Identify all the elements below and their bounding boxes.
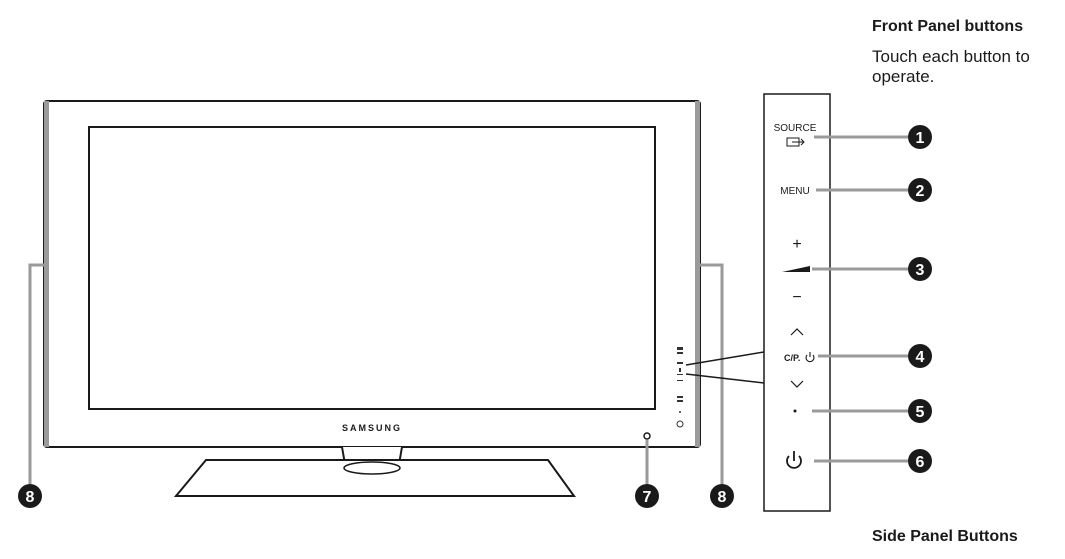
front-panel-description: Touch each button to operate.: [872, 47, 1030, 86]
bezel-panel-buttons: [676, 347, 684, 428]
badge-1: 1: [908, 125, 932, 149]
side-panel-heading: Side Panel Buttons: [872, 528, 1018, 545]
brand-logo: SAMSUNG: [342, 423, 402, 433]
svg-text:2: 2: [916, 183, 925, 200]
side-callout-line-left: [28, 263, 49, 484]
remote-sensor: [643, 432, 651, 440]
badge-8-right: 8: [710, 484, 734, 508]
tv-bezel-left-edge: [44, 101, 49, 447]
dot-indicator: [793, 409, 797, 413]
tv-bezel-right-edge: [695, 101, 700, 447]
front-panel-enlarged: [763, 93, 831, 512]
tv-stand-neck-foot: [343, 461, 401, 475]
menu-button-label[interactable]: MENU: [780, 186, 809, 197]
badge-5: 5: [908, 399, 932, 423]
power-icon[interactable]: [786, 451, 802, 469]
svg-text:3: 3: [916, 262, 925, 279]
volume-minus-label[interactable]: −: [792, 289, 801, 306]
power-icon-small: [805, 352, 815, 363]
svg-text:8: 8: [718, 489, 727, 506]
badge-3: 3: [908, 257, 932, 281]
channel-button-label[interactable]: C/P.: [784, 353, 800, 363]
badge-6: 6: [908, 449, 932, 473]
volume-plus-label[interactable]: +: [792, 236, 801, 253]
chevron-down-icon[interactable]: [790, 380, 804, 388]
source-icon: [786, 137, 805, 147]
side-callout-line-right: [700, 263, 724, 484]
tv-stand-base: [173, 459, 576, 497]
badge-4: 4: [908, 344, 932, 368]
svg-text:6: 6: [916, 454, 925, 471]
badge-8-left: 8: [18, 484, 42, 508]
front-panel-heading: Front Panel buttons: [872, 18, 1024, 35]
zoom-line-top: [685, 351, 765, 366]
svg-text:7: 7: [643, 489, 652, 506]
svg-text:5: 5: [916, 404, 925, 421]
tv-screen: [88, 126, 656, 410]
svg-text:4: 4: [916, 349, 925, 366]
volume-ramp-icon: [782, 266, 810, 272]
svg-text:8: 8: [26, 489, 35, 506]
svg-text:1: 1: [916, 130, 925, 147]
chevron-up-icon[interactable]: [790, 328, 804, 336]
source-button-label[interactable]: SOURCE: [774, 123, 817, 134]
badge-7: 7: [635, 484, 659, 508]
badge-2: 2: [908, 178, 932, 202]
zoom-line-bottom: [685, 373, 765, 384]
